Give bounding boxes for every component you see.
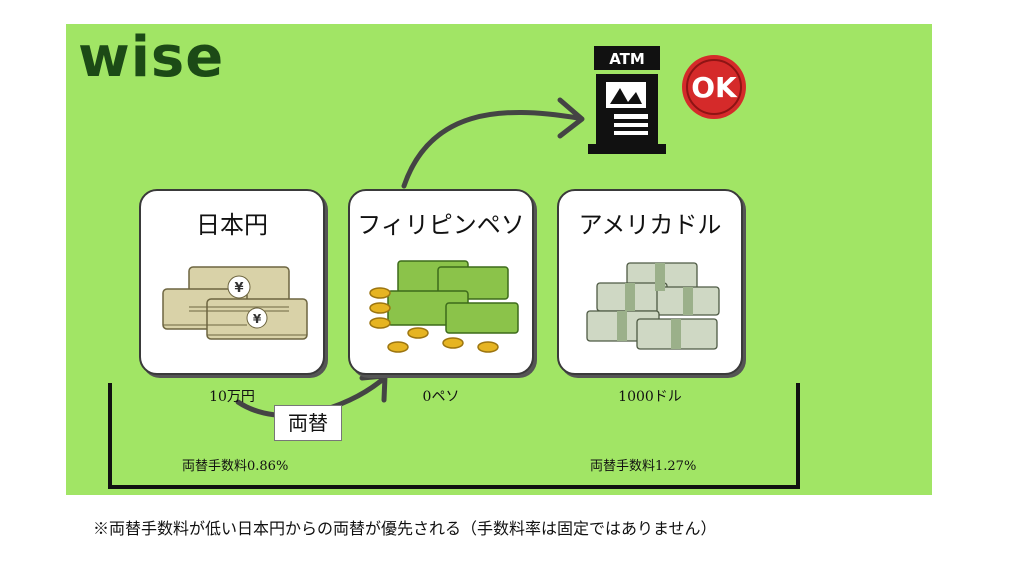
card-jpy: 日本円 ¥ ¥ bbox=[139, 189, 325, 375]
ok-label: OK bbox=[691, 71, 738, 104]
footnote: ※両替手数料が低い日本円からの両替が優先される（手数料率は固定ではありません） bbox=[93, 519, 717, 538]
arrow-to-atm bbox=[401, 109, 581, 189]
exchange-label: 両替 bbox=[274, 405, 342, 441]
yen-bills-illustration: ¥ ¥ bbox=[162, 266, 308, 340]
peso-bills-illustration bbox=[369, 260, 519, 353]
wise-logo: wise bbox=[78, 25, 225, 90]
fee-bracket bbox=[108, 383, 800, 489]
card-php: フィリピンペソ bbox=[348, 189, 534, 375]
exchange-arrow-head bbox=[359, 373, 388, 403]
svg-text:¥: ¥ bbox=[253, 312, 262, 326]
card-title-jpy: 日本円 bbox=[196, 211, 268, 239]
card-usd: アメリカドル bbox=[557, 189, 743, 375]
atm-label: ATM bbox=[609, 50, 645, 68]
amount-jpy: 10万円 bbox=[209, 389, 255, 405]
amount-usd: 1000ドル bbox=[618, 389, 682, 405]
card-title-php: フィリピンペソ bbox=[357, 211, 525, 239]
atm-icon: ATM bbox=[588, 46, 666, 154]
svg-text:¥: ¥ bbox=[234, 281, 243, 296]
arrow-to-atm-head bbox=[557, 97, 585, 139]
fee-left: 両替手数料0.86% bbox=[182, 459, 289, 474]
card-title-usd: アメリカドル bbox=[578, 211, 722, 239]
ok-badge: OK bbox=[682, 55, 746, 119]
dollar-bills-illustration bbox=[586, 262, 720, 350]
fee-right: 両替手数料1.27% bbox=[590, 459, 697, 474]
amount-php: 0ペソ bbox=[422, 389, 460, 405]
